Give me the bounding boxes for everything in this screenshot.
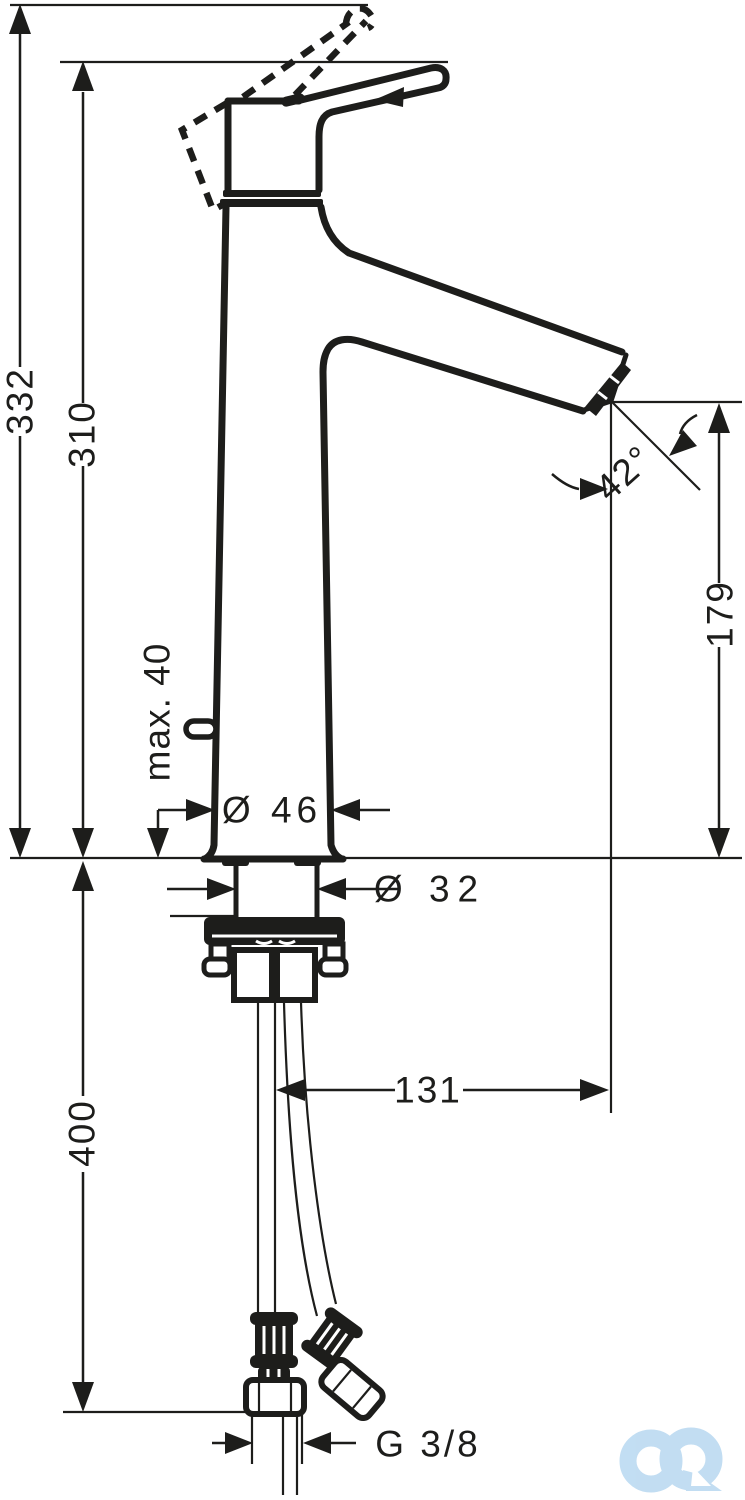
reference-lines: [10, 3, 742, 1464]
mounting-hook-left: [201, 956, 233, 978]
hose-stub-right: [274, 947, 318, 1003]
fixing-pin: [183, 718, 219, 740]
dim-spout-angle: 42°: [587, 437, 660, 509]
dimension-lines: [18, 34, 721, 1445]
dim-body-diameter: Ø 46: [222, 790, 322, 831]
dim-outlet-height: 179: [700, 580, 741, 648]
handle-motion-arrow-icon: [374, 87, 404, 107]
aerator-icon: [585, 362, 631, 416]
faucet-outline: [183, 64, 631, 866]
dim-height-without-handle: 310: [62, 400, 103, 468]
handle-dashed-position: [177, 5, 377, 215]
dimension-arrowheads: [9, 4, 730, 1454]
hose-stub-left: [231, 947, 275, 1003]
dim-connection-thread: G 3/8: [375, 1424, 481, 1465]
handle-pivot-cap: [281, 93, 305, 107]
hose-nut-diagonal: [318, 1356, 386, 1422]
shop-watermark-logo: [619, 1427, 723, 1493]
mounting-hook-right: [317, 956, 349, 978]
dimension-labels: 332 310 max. 40 Ø 46 Ø 32 42° 179 131 40…: [0, 367, 741, 1464]
hose-nut-straight: [243, 1377, 307, 1417]
hose-braid-diagonal: [301, 1307, 363, 1371]
hose-braid-straight: [250, 1312, 298, 1381]
dim-hose-length: 400: [62, 1099, 103, 1167]
dim-max-mounting-thickness: max. 40: [137, 643, 178, 782]
supply-hoses: [243, 1001, 386, 1495]
logo-notch: [691, 1467, 711, 1486]
dim-shank-diameter: Ø 32: [374, 869, 486, 910]
dim-spout-reach: 131: [394, 1070, 462, 1111]
undercounter-assembly: [201, 859, 349, 1003]
dim-overall-height: 332: [0, 367, 41, 435]
